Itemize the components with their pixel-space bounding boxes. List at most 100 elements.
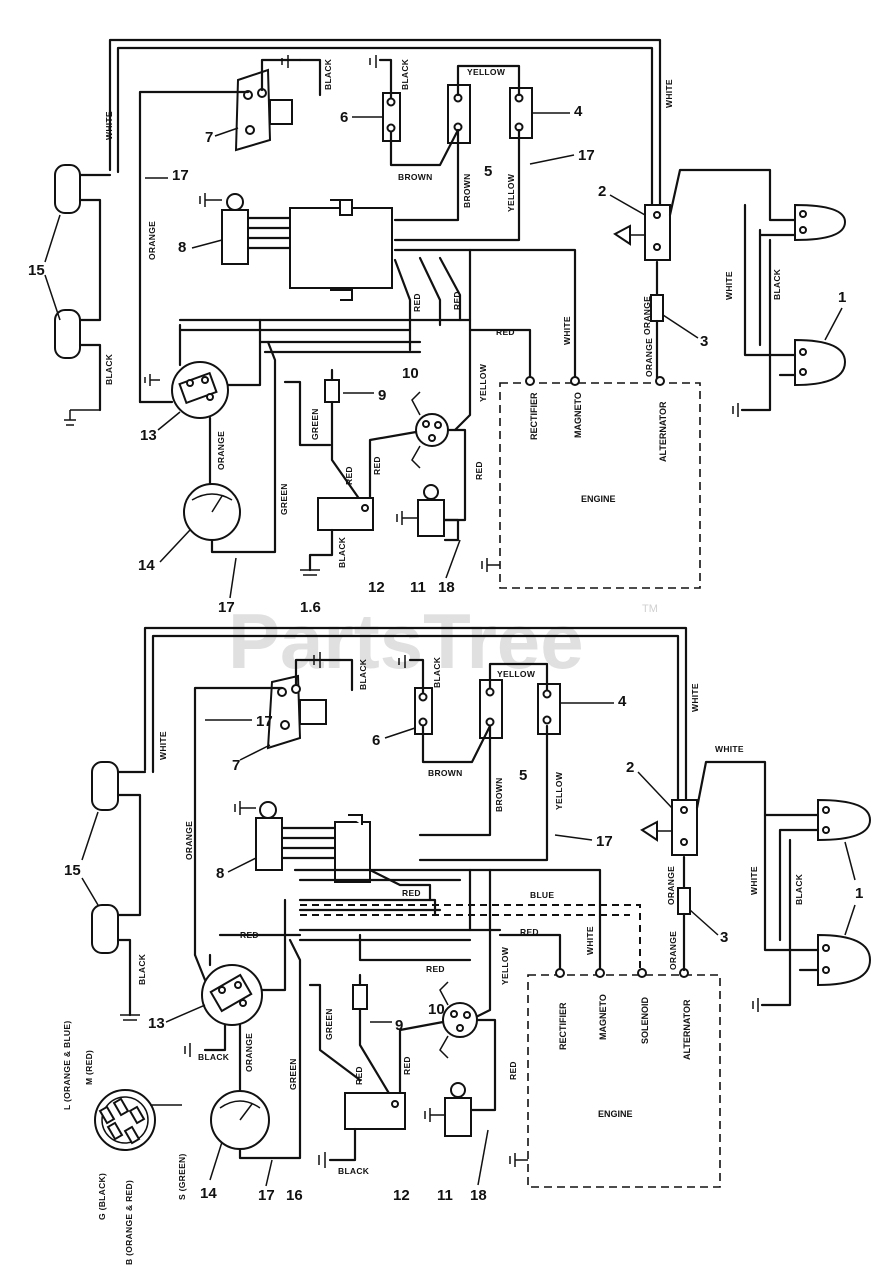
- callout-1: 1: [855, 885, 863, 902]
- wire-label-yellow: YELLOW: [500, 946, 510, 985]
- callout-7: 7: [232, 757, 240, 774]
- callout-4: 4: [618, 693, 627, 710]
- wire-label-black: BLACK: [794, 873, 804, 905]
- wire-label-white: WHITE: [585, 926, 595, 955]
- wire-label-brown: BROWN: [494, 777, 504, 812]
- wire-label-red: RED: [344, 466, 354, 485]
- wire-label-black: BLACK: [198, 1052, 230, 1062]
- callout-13: 13: [140, 427, 157, 444]
- wire-label-white: WHITE: [715, 744, 744, 754]
- engine-top: RECTIFIER MAGNETO ALTERNATOR ENGINE: [481, 376, 701, 589]
- wire-label-green: GREEN: [310, 408, 320, 440]
- switch-7-bottom: [193, 658, 342, 957]
- callout-11: 11: [437, 1187, 453, 1204]
- wire-label-yellow: YELLOW: [478, 363, 488, 402]
- engine-rectifier-label: RECTIFIER: [558, 1002, 568, 1050]
- wire-label-blue: BLUE: [530, 890, 554, 900]
- wire-label-red: RED: [496, 327, 515, 337]
- callout-6: 6: [340, 109, 348, 126]
- callout-8: 8: [178, 239, 186, 256]
- headlights-1-bottom: WHITE BLACK: [749, 798, 872, 1012]
- wire-label-white: WHITE: [104, 111, 114, 140]
- starter-11-bottom: [424, 1082, 472, 1137]
- wire-label-green: GREEN: [288, 1058, 298, 1090]
- light-switch-2-top: [613, 168, 797, 380]
- top-diagram: WHITE WHITE BLACK 15 7 ORANGE 17: [28, 38, 847, 616]
- connector-block-top: [289, 199, 393, 301]
- wire-label-orange: ORANGE: [644, 338, 654, 377]
- wire-label-green: GREEN: [324, 1008, 334, 1040]
- wire-label-white: WHITE: [158, 731, 168, 760]
- wire-label-yellow: YELLOW: [467, 67, 506, 77]
- wire-label-orange: ORANGE: [668, 931, 678, 970]
- callout-15: 15: [28, 262, 45, 279]
- callout-7: 7: [205, 129, 213, 146]
- wire-label-orange: ORANGE: [184, 821, 194, 860]
- callout-2: 2: [626, 759, 634, 776]
- wire-label-white: WHITE: [724, 271, 734, 300]
- wire-label-red: RED: [508, 1061, 518, 1080]
- gauge-14-bottom: GREEN: [210, 938, 302, 1160]
- wire-label-yellow: YELLOW: [497, 669, 536, 679]
- wire-label-black: BLACK: [772, 268, 782, 300]
- bottom-diagram: WHITE WHITE BLACK 15 7 17 ORANGE: [62, 626, 872, 1265]
- engine-label: ENGINE: [598, 1109, 633, 1119]
- solenoid-10-bottom: [398, 981, 497, 1112]
- wire-label-black: BLACK: [358, 658, 368, 690]
- switch-6-top: BLACK: [369, 55, 410, 142]
- wire-label-black: BLACK: [338, 1166, 370, 1176]
- callout-3: 3: [700, 333, 708, 350]
- callout-9: 9: [395, 1017, 403, 1034]
- wire-label-orange: ORANGE: [642, 296, 652, 335]
- relay-8-bottom: [234, 801, 337, 871]
- wire-label-red: RED: [474, 461, 484, 480]
- wire-label-red: RED: [240, 930, 259, 940]
- callout-5: 5: [519, 767, 527, 784]
- wire-label-black: BLACK: [323, 58, 333, 90]
- engine-alternator-label: ALTERNATOR: [682, 999, 692, 1060]
- callout-17: 17: [578, 147, 595, 164]
- ignition-switch-13-top: [138, 318, 262, 487]
- callout-2: 2: [598, 183, 606, 200]
- terminal-label-g: G (BLACK): [97, 1173, 107, 1220]
- wire-label-red: RED: [372, 456, 382, 475]
- left-lights-top: BLACK: [54, 164, 114, 426]
- switch-7-top: [138, 58, 302, 404]
- callout-16: 1.6: [300, 599, 321, 616]
- callout-8: 8: [216, 865, 224, 882]
- engine-bottom: RECTIFIER MAGNETO SOLENOID ALTERNATOR EN…: [509, 968, 721, 1188]
- wire-label-black: BLACK: [337, 536, 347, 568]
- callout-17: 17: [256, 713, 273, 730]
- callout-18: 18: [470, 1187, 487, 1204]
- callout-9: 9: [378, 387, 386, 404]
- callout-15: 15: [64, 862, 81, 879]
- wire-label-black: BLACK: [432, 656, 442, 688]
- callout-10: 10: [402, 365, 419, 382]
- regulator-12-bottom: BLACK: [318, 1092, 406, 1176]
- engine-magneto-label: MAGNETO: [598, 994, 608, 1040]
- callout-10: 10: [428, 1001, 445, 1018]
- callout-14: 14: [200, 1185, 217, 1202]
- gauge-14-top: GREEN: [183, 340, 289, 554]
- callout-4: 4: [574, 103, 583, 120]
- wire-label-orange: ORANGE: [244, 1033, 254, 1072]
- regulator-12-top: BLACK: [300, 497, 374, 576]
- headlights-1-top: WHITE BLACK: [724, 203, 847, 417]
- wire-label-red: RED: [452, 291, 462, 310]
- callout-16: 16: [286, 1187, 303, 1204]
- wire-label-red: RED: [354, 1066, 364, 1085]
- callout-17: 17: [172, 167, 189, 184]
- wire-label-black: BLACK: [104, 353, 114, 385]
- engine-label: ENGINE: [581, 494, 616, 504]
- wire-label-orange: ORANGE: [666, 866, 676, 905]
- callout-12: 12: [393, 1187, 410, 1204]
- watermark-tm: TM: [642, 603, 658, 615]
- terminal-label-m: M (RED): [84, 1050, 94, 1085]
- wire-label-white: WHITE: [749, 866, 759, 895]
- starter-11-top: [396, 484, 460, 542]
- fuse-9-top: [324, 368, 362, 502]
- light-switch-2-bottom: [640, 760, 820, 972]
- switch-4-top: [509, 87, 533, 139]
- callout-5: 5: [484, 163, 492, 180]
